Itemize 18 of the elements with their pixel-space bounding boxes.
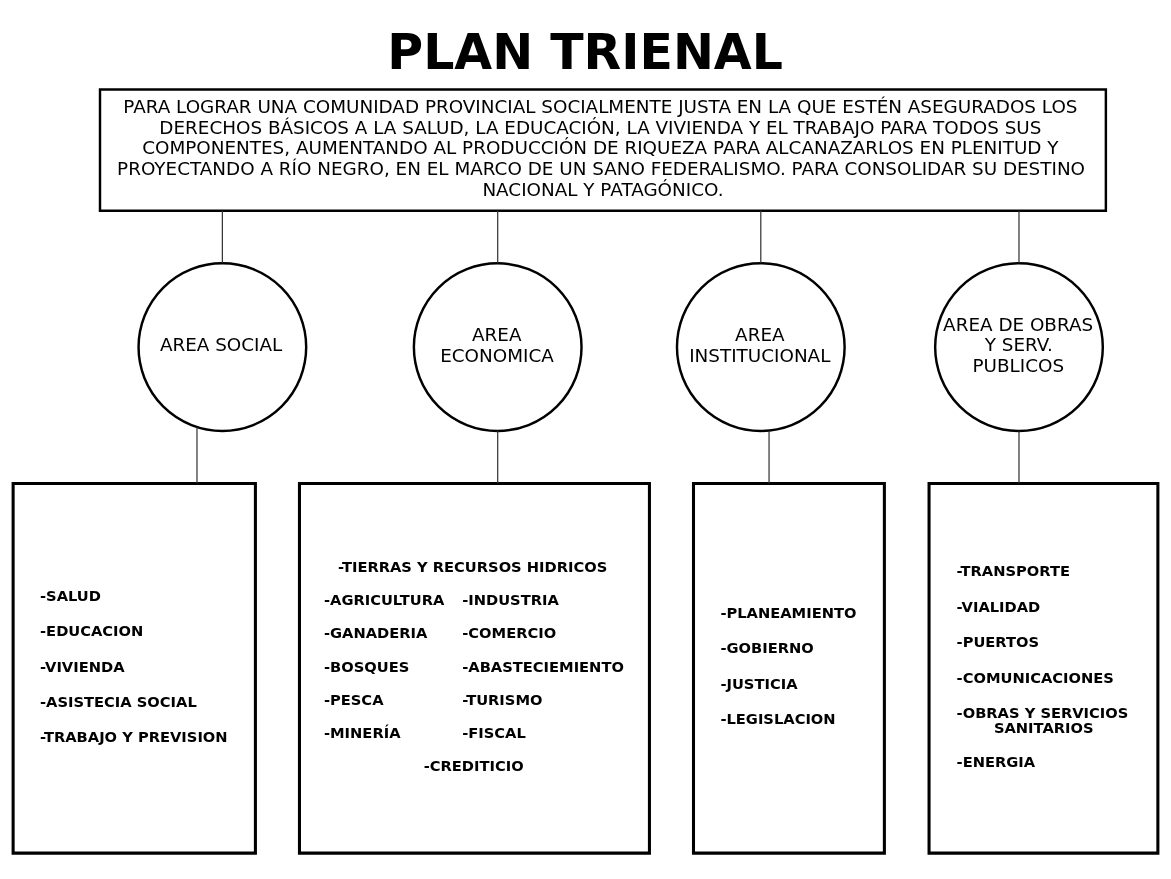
node-box: -TIERRAS Y RECURSOS HIDRICOS -AGRICULTURA -INDUSTRIA -GANADERIA -COMERCIO -BOSQUES -ABASTECIEMIENTO -PESCA -TURISMO -MINERÍA -FISCAL -CREDITICIO xyxy=(297,482,651,855)
node-circle: AREA DE OBRAS Y SERV. PUBLICOS xyxy=(933,262,1105,433)
connector xyxy=(497,430,499,484)
node-box: -TRANSPORTE -VIALIDAD -PUERTOS -COMUNICACIONES -OBRAS Y SERVICIOS SANITARIOS -ENERGIA xyxy=(927,482,1160,855)
node-circle: AREA ECONOMICA xyxy=(412,262,583,433)
diagram-title: PLAN TRIENAL xyxy=(387,23,783,81)
node-circle: AREA SOCIAL xyxy=(137,262,308,433)
connector xyxy=(1018,210,1020,264)
connector xyxy=(497,210,499,264)
connector xyxy=(760,210,762,264)
connector xyxy=(196,426,198,484)
connector xyxy=(221,210,223,264)
node-box: -PLANEAMIENTO -GOBIERNO -JUSTICIA -LEGISLACION xyxy=(691,482,886,855)
node-box: -SALUD -EDUCACION -VIVIENDA -ASISTECIA SOCIAL -TRABAJO Y PREVISION xyxy=(11,482,257,855)
node-box: PARA LOGRAR UNA COMUNIDAD PROVINCIAL SOCIALMENTE JUSTA EN LA QUE ESTÉN ASEGURADOS LOS DERECHOS BÁSICOS A LA SALUD, LA EDUCACIÓN, LA VIVIENDA Y EL TRABAJO PARA TODOS SUS COMPONENTES, AUMENTANDO AL PRODUCCIÓN DE RIQUEZA PARA ALCANAZARLOS EN PLENITUD Y PROYECTANDO A RÍO NEGRO, EN EL MARCO DE UN SANO FEDERALISMO. PARA CONSOLIDAR SU DESTINO NACIONAL Y PATAGÓNICO. xyxy=(98,88,1108,212)
connector xyxy=(768,430,770,484)
node-circle: AREA INSTITUCIONAL xyxy=(675,262,846,433)
connector xyxy=(1018,430,1020,484)
